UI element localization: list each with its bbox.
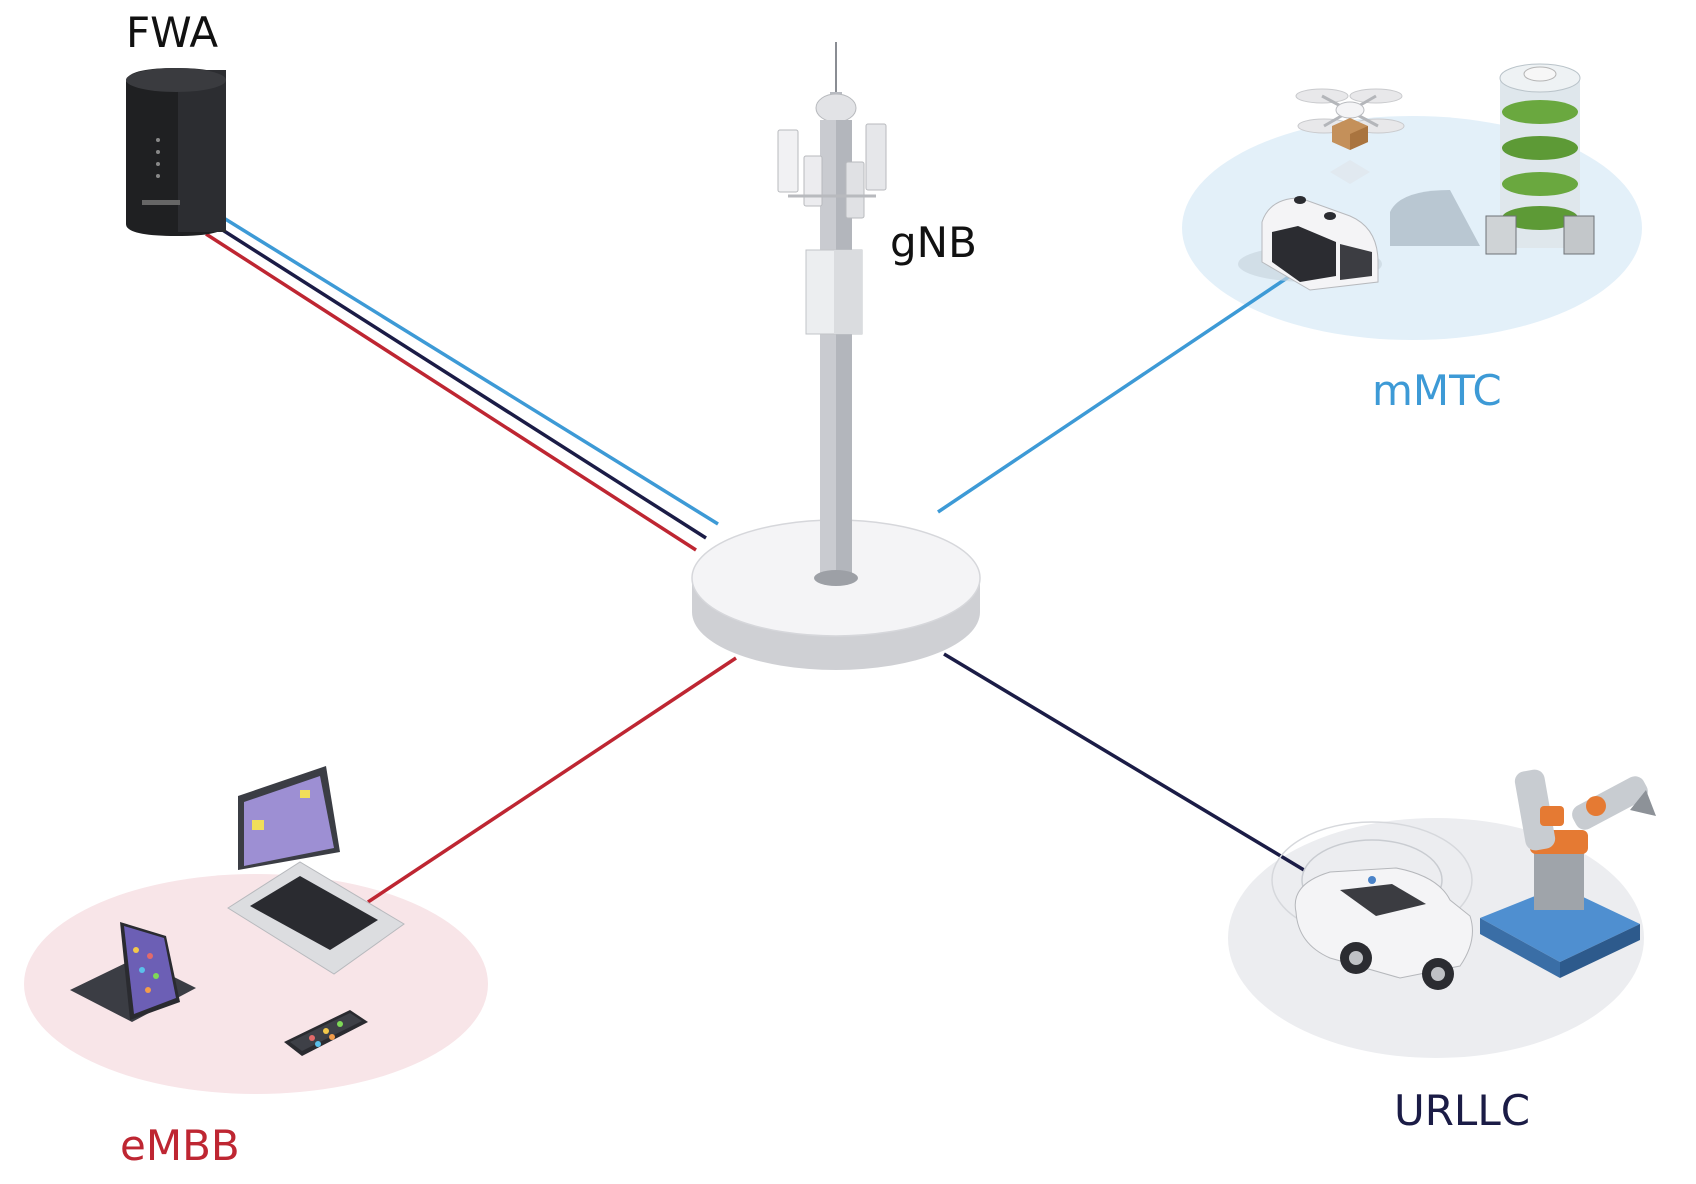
connected-car-icon <box>1271 821 1473 990</box>
drone-icon <box>1295 88 1405 184</box>
urllc-label: URLLC <box>1394 1086 1531 1135</box>
gnb-label: gNB <box>890 218 977 267</box>
cell-tower-icon <box>777 42 887 586</box>
robot-arm-icon <box>1480 769 1656 978</box>
urllc-link <box>943 652 1305 872</box>
laptop-icon <box>227 766 405 975</box>
fwa-urllc-link <box>209 220 707 540</box>
fwa-mmtc-link <box>213 210 719 526</box>
embb-label: eMBB <box>120 1121 240 1170</box>
fwa-links <box>205 210 719 552</box>
fwa-embb-link <box>205 232 697 552</box>
mmtc-link <box>937 274 1291 514</box>
fwa-router-icon <box>126 68 226 236</box>
vertical-farm-icon <box>1390 63 1595 255</box>
mmtc-label: mMTC <box>1372 366 1502 415</box>
fwa-label: FWA <box>126 8 219 57</box>
smartphone-icon <box>284 1010 368 1056</box>
embb-link <box>367 656 737 904</box>
autonomous-shuttle-icon <box>1238 196 1382 291</box>
tablet-icon <box>70 922 196 1022</box>
